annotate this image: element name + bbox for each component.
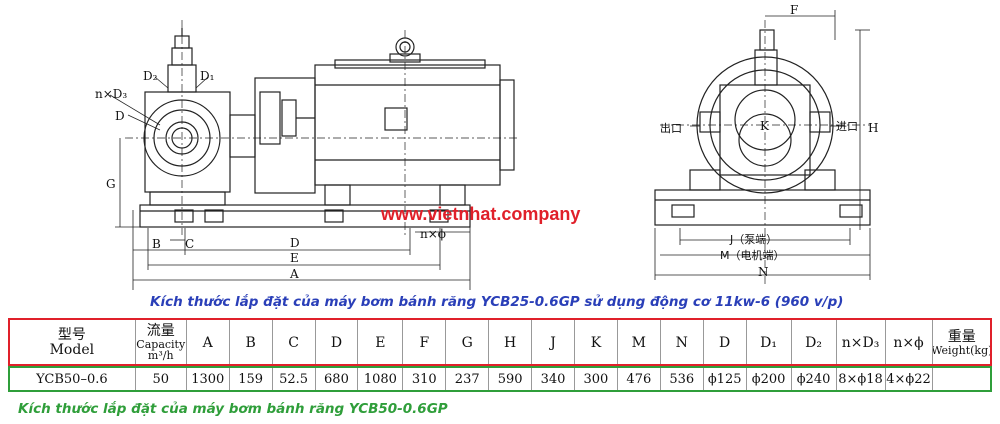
header-capacity-en: Capacity: [136, 337, 186, 351]
cell-value: 300: [573, 366, 618, 392]
label-h: H: [868, 121, 878, 135]
header-model-en: Model: [49, 342, 95, 358]
label-d: D: [115, 109, 125, 123]
cell-model: YCB50–0.6: [8, 366, 136, 392]
header-col: B: [228, 319, 273, 367]
header-col: J: [531, 319, 575, 367]
header-col: n×ϕ: [884, 319, 933, 367]
label-outlet: 出口: [660, 121, 682, 135]
header-col: A: [185, 319, 230, 367]
header-col: M: [616, 319, 661, 367]
label-nxd3: n×D₃: [95, 87, 127, 101]
label-f: F: [790, 3, 798, 17]
label-dim-e: E: [290, 251, 299, 265]
header-weight-cn: 重量: [947, 328, 976, 345]
cell-value: 52.5: [271, 366, 316, 392]
label-j: J（泵端）: [729, 233, 777, 246]
label-dim-a: A: [289, 267, 299, 281]
cell-value: 310: [402, 366, 447, 392]
cell-value: 8×ϕ18: [835, 366, 886, 392]
header-capacity-cn: 流量: [146, 323, 175, 340]
pump-installation-drawing: D₂ D₁ n×D₃ D G B C D E A n×ϕ F K H 出口 进口…: [95, 3, 878, 290]
label-b: B: [152, 237, 161, 251]
header-col: C: [271, 319, 316, 367]
header-col: E: [357, 319, 404, 367]
label-k: K: [760, 119, 770, 133]
cell-value: 680: [314, 366, 359, 392]
label-d2: D₂: [143, 69, 158, 83]
header-col: F: [402, 319, 447, 367]
cell-value: 340: [531, 366, 575, 392]
header-col: N: [659, 319, 704, 367]
header-col: G: [445, 319, 490, 367]
label-nxphi: n×ϕ: [420, 227, 446, 241]
caption-top: Kích thước lắp đặt của máy bơm bánh răng…: [150, 294, 844, 310]
cell-value: 590: [488, 366, 533, 392]
header-capacity-unit: m³/h: [147, 349, 174, 363]
label-d1: D₁: [200, 69, 214, 83]
header-col: H: [488, 319, 533, 367]
header-model-cn: 型号: [57, 327, 86, 344]
label-m: M（电机端）: [720, 248, 785, 262]
cell-value: 159: [228, 366, 273, 392]
header-weight-en: Weight(kg): [932, 343, 992, 357]
header-col: K: [573, 319, 618, 367]
watermark-text: www.vietnhat.company: [380, 204, 580, 224]
cell-value: 4×ϕ22: [884, 366, 933, 392]
caption-bottom: Kích thước lắp đặt của máy bơm bánh răng…: [18, 401, 448, 417]
cell-weight: [931, 366, 993, 392]
cell-value: 1300: [185, 366, 230, 392]
cell-value: 237: [445, 366, 490, 392]
header-col: D₂: [790, 319, 837, 367]
cell-value: 476: [616, 366, 661, 392]
cell-value: 1080: [357, 366, 404, 392]
cell-value: 536: [659, 366, 704, 392]
cell-value: ϕ200: [745, 366, 792, 392]
label-inlet: 进口: [836, 120, 858, 133]
header-col: D: [314, 319, 359, 367]
header-col: D₁: [745, 319, 792, 367]
label-c: C: [185, 237, 194, 251]
cell-value: ϕ240: [790, 366, 837, 392]
header-col: D: [702, 319, 747, 367]
label-g: G: [106, 177, 116, 191]
header-col: n×D₃: [835, 319, 886, 367]
table-row: YCB50–0.6 50 1300 159 52.5 680 1080 310 …: [8, 366, 993, 392]
cell-value: ϕ125: [702, 366, 747, 392]
label-dim-d: D: [290, 236, 300, 250]
label-n: N: [758, 265, 769, 279]
cell-capacity: 50: [134, 366, 187, 392]
